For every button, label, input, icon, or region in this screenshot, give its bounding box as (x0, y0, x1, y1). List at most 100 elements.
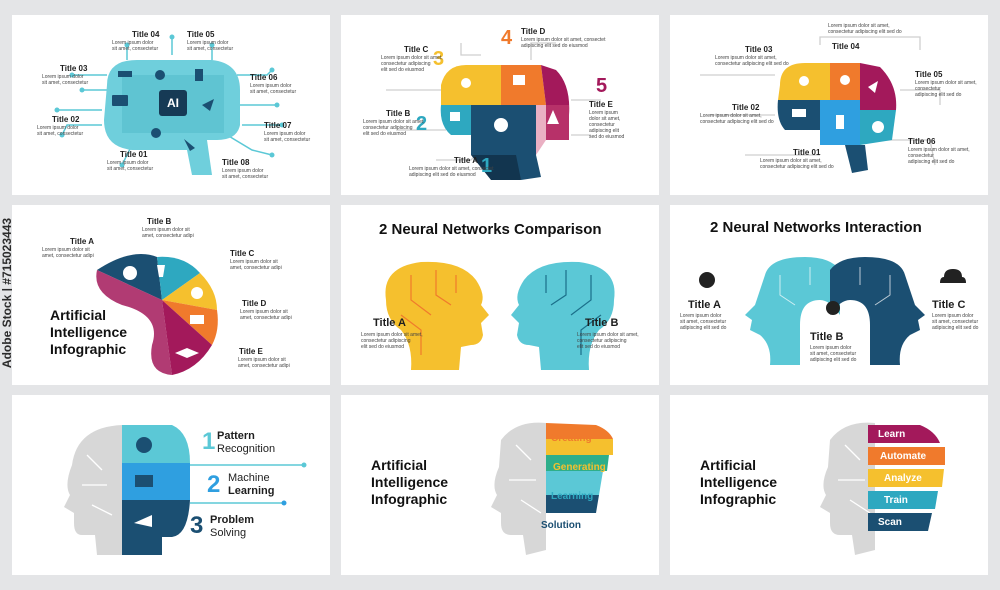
item-title: Title A (70, 237, 95, 246)
head-bands-graphic (820, 422, 945, 555)
step-number: 3 (190, 512, 204, 539)
item-title: Title D (521, 27, 546, 36)
band-label: Creating (551, 433, 592, 444)
step-subtitle: Solving (210, 527, 247, 539)
item-title: Title 02 (732, 103, 760, 112)
two-heads-graphic (385, 261, 615, 370)
item-desc: Lorem ipsum dolor sit amet, consectetur … (381, 55, 443, 73)
head-steps-graphic (64, 425, 307, 555)
brain-segments-graphic (700, 36, 941, 173)
item-desc: Lorem ipsum dolor sit amet, consectetur … (715, 55, 789, 67)
band-label: Automate (880, 451, 927, 462)
item-title: Title B (810, 331, 844, 343)
brain-circuit-graphic (54, 34, 285, 175)
item-title: Title 04 (132, 30, 160, 39)
item-desc: Lorem ipsum dolor sit amet, consectetur … (589, 110, 625, 140)
item-title: Title 03 (745, 45, 773, 54)
panel-ai-brain-8: AI Title 04 Lorem ipsum dolor sit amet, … (12, 15, 330, 195)
step-title: Learning (228, 485, 275, 497)
item-desc: Lorem ipsum dolor sit amet, consectetur (42, 74, 89, 86)
item-title: Title A (373, 317, 407, 329)
band-label: Generating (553, 462, 606, 473)
item-desc: Lorem ipsum dolor sit amet, consectetur (264, 131, 311, 143)
item-desc: Lorem ipsum dolor sit amet, consectetur … (142, 227, 194, 239)
band-label: Learning (551, 491, 594, 502)
heading-line: Intelligence (50, 324, 128, 340)
item-title: Title B (585, 317, 619, 329)
panel-brain-6: Title 03 Lorem ipsum dolor sit amet, con… (670, 15, 988, 195)
heading-line: Intelligence (371, 474, 449, 490)
panel-heading: 2 Neural Networks Comparison (379, 221, 602, 238)
heading-line: Artificial (700, 457, 757, 473)
item-desc: Lorem ipsum dolor sit amet, consectetur … (915, 80, 977, 98)
item-title: Title B (147, 217, 172, 226)
item-desc: Lorem ipsum dolor sit amet, consectetur (112, 40, 159, 52)
interacting-heads-graphic (699, 257, 966, 365)
panel-heading: 2 Neural Networks Interaction (710, 219, 922, 236)
brain-puzzle-graphic (386, 42, 601, 180)
item-title: Title 08 (222, 158, 250, 167)
step-number: 1 (481, 155, 493, 177)
panel-brain-puzzle-5: 4 Title D Lorem ipsum dolor sit amet, co… (341, 15, 659, 195)
item-title: Title B (386, 109, 411, 118)
item-title: Title 07 (264, 121, 292, 130)
step-title: Pattern (217, 430, 255, 442)
item-title: Title 05 (187, 30, 215, 39)
item-title: Title D (242, 299, 267, 308)
item-desc: Lorem ipsum dolor sit amet, consectetur (107, 160, 154, 172)
panel-nn-interaction: 2 Neural Networks Interaction Title A Lo… (670, 205, 988, 385)
panel-head-3-steps: 1 Pattern Recognition 2 Machine Learning… (12, 395, 330, 575)
head-pie-graphic (96, 253, 218, 375)
step-number: 2 (207, 471, 221, 498)
item-desc: Lorem ipsum dolor sit amet, consectetur … (238, 357, 290, 369)
heading-line: Infographic (700, 491, 777, 507)
item-desc: Lorem ipsum dolor sit amet, consectetur (37, 125, 84, 137)
item-desc: Lorem ipsum dolor sit amet, consectetur … (828, 23, 902, 35)
item-desc: Lorem ipsum dolor sit amet, consectetur … (361, 332, 423, 350)
item-title: Title E (589, 100, 613, 109)
band-label: Learn (878, 429, 906, 440)
item-title: Title 01 (793, 148, 821, 157)
item-title: Title 06 (250, 73, 278, 82)
item-desc: Lorem ipsum dolor sit amet, consectetur (222, 168, 269, 180)
item-desc: Lorem ipsum dolor sit amet, consectetur … (908, 147, 970, 165)
item-desc: Lorem ipsum dolor sit amet, consectetur … (932, 313, 979, 331)
item-desc: Lorem ipsum dolor sit amet, consectetur … (42, 247, 94, 259)
item-desc: Lorem ipsum dolor sit amet, consectetur … (363, 119, 425, 137)
item-desc: Lorem ipsum dolor sit amet, consectet ad… (521, 37, 606, 49)
step-subtitle: Machine (228, 472, 270, 484)
heading-line: Infographic (371, 491, 448, 507)
item-desc: Lorem ipsum dolor sit amet, consectetur (187, 40, 234, 52)
item-title: Title 03 (60, 64, 88, 73)
item-desc: Lorem ipsum dolor sit amet, consectetur … (810, 345, 857, 363)
band-label: Solution (541, 520, 581, 531)
item-title: Title 01 (120, 150, 148, 159)
item-desc: Lorem ipsum dolor sit amet, consectetur … (680, 313, 727, 331)
item-title: Title 05 (915, 70, 943, 79)
step-title: Problem (210, 514, 255, 526)
item-desc: Lorem ipsum dolor sit amet, consectetur … (230, 259, 282, 271)
heading-line: Infographic (50, 341, 127, 357)
item-desc: Lorem ipsum dolor sit amet, consectetur … (700, 113, 774, 125)
step-number: 3 (433, 48, 445, 70)
item-desc: Lorem ipsum dolor sit amet, consectetur … (760, 158, 834, 170)
item-desc: Lorem ipsum dolor sit amet, consectetur (250, 83, 297, 95)
panel-nn-comparison: 2 Neural Networks Comparison Title A Lor… (341, 205, 659, 385)
band-label: Train (884, 495, 908, 506)
step-number: 1 (202, 428, 216, 455)
step-number: 5 (596, 75, 608, 97)
heading-line: Artificial (371, 457, 428, 473)
step-number: 2 (416, 113, 428, 135)
item-title: Title 04 (832, 42, 860, 51)
panel-ai-head-pie: Title A Lorem ipsum dolor sit amet, cons… (12, 205, 330, 385)
item-title: Title C (404, 45, 429, 54)
panel-head-bands-5: Artificial Intelligence Infographic Lear… (670, 395, 988, 575)
item-title: Title C (230, 249, 255, 258)
item-title: Title 06 (908, 137, 936, 146)
band-label: Scan (878, 517, 902, 528)
item-title: Title E (239, 347, 263, 356)
item-desc: Lorem ipsum dolor sit amet, consectet ad… (409, 166, 494, 178)
head-bands-graphic (491, 422, 613, 555)
panel-head-bands-4: Artificial Intelligence Infographic Crea… (341, 395, 659, 575)
item-desc: Lorem ipsum dolor sit amet, consectetur … (577, 332, 639, 350)
